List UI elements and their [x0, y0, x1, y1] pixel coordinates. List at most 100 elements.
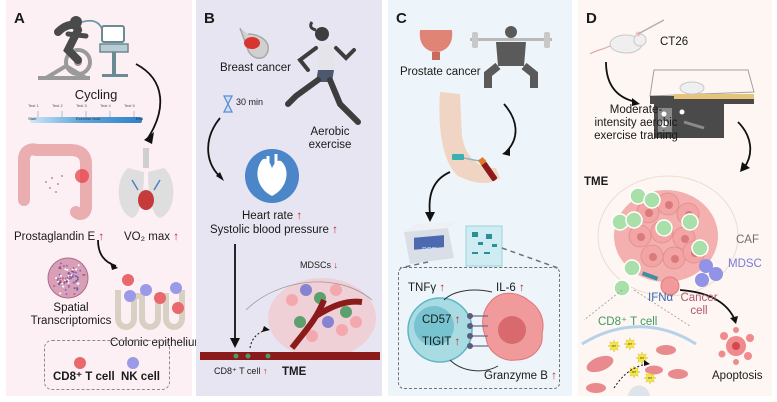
transcript-spot: [73, 287, 76, 290]
outcome-vo2max: VO₂ max ↑: [124, 231, 179, 244]
arrowhead: [740, 162, 750, 172]
training-line2: intensity aerobic: [594, 117, 678, 130]
syringe-icon: [637, 19, 665, 35]
arrowhead: [632, 98, 640, 106]
timeline-test-label: Test 3: [76, 103, 87, 108]
panel-c: C: [388, 0, 572, 396]
cd8-t-cell: [172, 302, 184, 314]
increase-arrow-icon: ↑: [454, 336, 461, 348]
cancer-cell-nucleus: [671, 255, 679, 263]
transcript-spot: [72, 266, 75, 269]
transcript-spot: [76, 278, 79, 281]
atp-label: ATP: [648, 377, 653, 380]
arm-blood-draw-icon: [439, 92, 500, 183]
cd8-t-cell: [691, 239, 709, 257]
arrowhead: [110, 262, 118, 270]
outcome-text: VO₂ max: [124, 231, 170, 243]
outcome-prostaglandin: Prostaglandin E ↑: [14, 231, 104, 244]
panel-c-label: C: [396, 10, 407, 27]
transcript-spot: [66, 276, 69, 279]
marker-tigit: TIGIT ↑: [422, 336, 460, 349]
outcome-heart-rate: Heart rate ↑: [242, 210, 302, 223]
panel-c-graphics: PCR: [399, 26, 559, 372]
tme-cell: [306, 330, 318, 342]
transcript-spot: [59, 277, 62, 280]
cancer-cell-line2: cell: [690, 305, 708, 318]
transcript-spot: [61, 282, 64, 285]
increase-arrow-icon: ↑: [296, 210, 303, 222]
tme-label: TME: [584, 176, 609, 188]
t-cell-icon: [407, 297, 473, 363]
t-cell-synapse: [641, 271, 659, 281]
transcript-spot: [64, 288, 67, 291]
breast-icon: [239, 27, 269, 59]
cell-membrane: [581, 325, 697, 346]
marker-granzyme-b: Granzyme B ↑: [484, 370, 557, 383]
transcript-spot: [71, 270, 74, 273]
caf-label: CAF: [736, 234, 759, 246]
breast-cancer-label: Breast cancer: [220, 62, 291, 74]
transcript-spot: [76, 276, 79, 279]
cd8-t-cell-label: CD8⁺ T cell: [598, 316, 658, 328]
transcript-spot: [58, 283, 61, 286]
increase-arrow-icon: ↑: [439, 282, 446, 294]
treadmill-icon: [649, 69, 755, 138]
transcript-spot: [56, 279, 59, 282]
hourglass-icon: [222, 95, 234, 113]
prostate-cancer-label: Prostate cancer: [400, 66, 481, 78]
arrowhead: [230, 338, 240, 348]
timeline-test-label: Test 5: [124, 103, 135, 108]
increase-arrow-icon: ↑: [332, 224, 338, 236]
pcr-label: PCR: [422, 247, 437, 254]
outcome-text: Prostaglandin E: [14, 231, 96, 243]
colon-icon: [18, 143, 92, 220]
pcr-machine-icon: [404, 222, 454, 264]
mitochondria-icons: [586, 345, 688, 393]
increase-arrow-icon: ↑: [551, 370, 557, 382]
cell-interaction-zoom-box: [398, 267, 560, 389]
cd8-t-cell: [154, 292, 166, 304]
cancer-cell-nucleus: [645, 209, 653, 217]
cd8-t-cell: [245, 353, 251, 359]
transcript-spot: [53, 285, 56, 288]
cycling-label: Cycling: [74, 87, 118, 102]
outcome-text: Heart rate: [242, 210, 294, 222]
transcript-spot: [59, 262, 62, 265]
heart-icon: [245, 149, 299, 203]
transcript-spot: [67, 285, 70, 288]
zoom-connector: [633, 289, 691, 327]
increase-arrow-icon: ↑: [262, 366, 268, 376]
transcript-spot: [66, 268, 69, 271]
transcript-spot: [64, 268, 67, 271]
timeline-test-label: Test 4: [100, 103, 111, 108]
atp-label: ATP: [640, 357, 645, 360]
panel-d: D: [578, 0, 772, 396]
marker-text: TNFγ: [408, 282, 437, 294]
timeline-middle-label: Exercise bout: [76, 116, 101, 121]
transcript-spot: [69, 273, 72, 276]
tme-cell: [336, 324, 348, 336]
flow-arrow: [737, 121, 752, 169]
ifn-alpha-label: IFNα: [648, 292, 674, 304]
cd8-t-cell: [122, 274, 134, 286]
transcript-spot: [59, 274, 62, 277]
lungs-heart-icon: [118, 148, 174, 218]
cancer-cell-nucleus: [681, 235, 689, 243]
ct26-label: CT26: [660, 36, 689, 48]
nk-cell: [124, 290, 136, 302]
atp-label: ATP: [612, 345, 617, 348]
transcript-spot: [61, 277, 64, 280]
arrowhead: [425, 212, 435, 222]
transcript-spot: [72, 281, 75, 284]
transcript-spot: [72, 271, 75, 274]
tme-cell: [330, 284, 342, 296]
runner-icon: [285, 21, 361, 125]
zoom-connector: [583, 289, 623, 321]
mdsc-cell: [709, 267, 723, 281]
transcript-spot: [58, 267, 61, 270]
atp-label: ATP: [628, 343, 633, 346]
marker-text: Granzyme B: [484, 370, 548, 382]
aerobic-exercise-label: Aerobic exercise: [302, 126, 358, 152]
atp-transfer-arrow: [613, 363, 647, 389]
marker-text: IL-6: [496, 282, 516, 294]
